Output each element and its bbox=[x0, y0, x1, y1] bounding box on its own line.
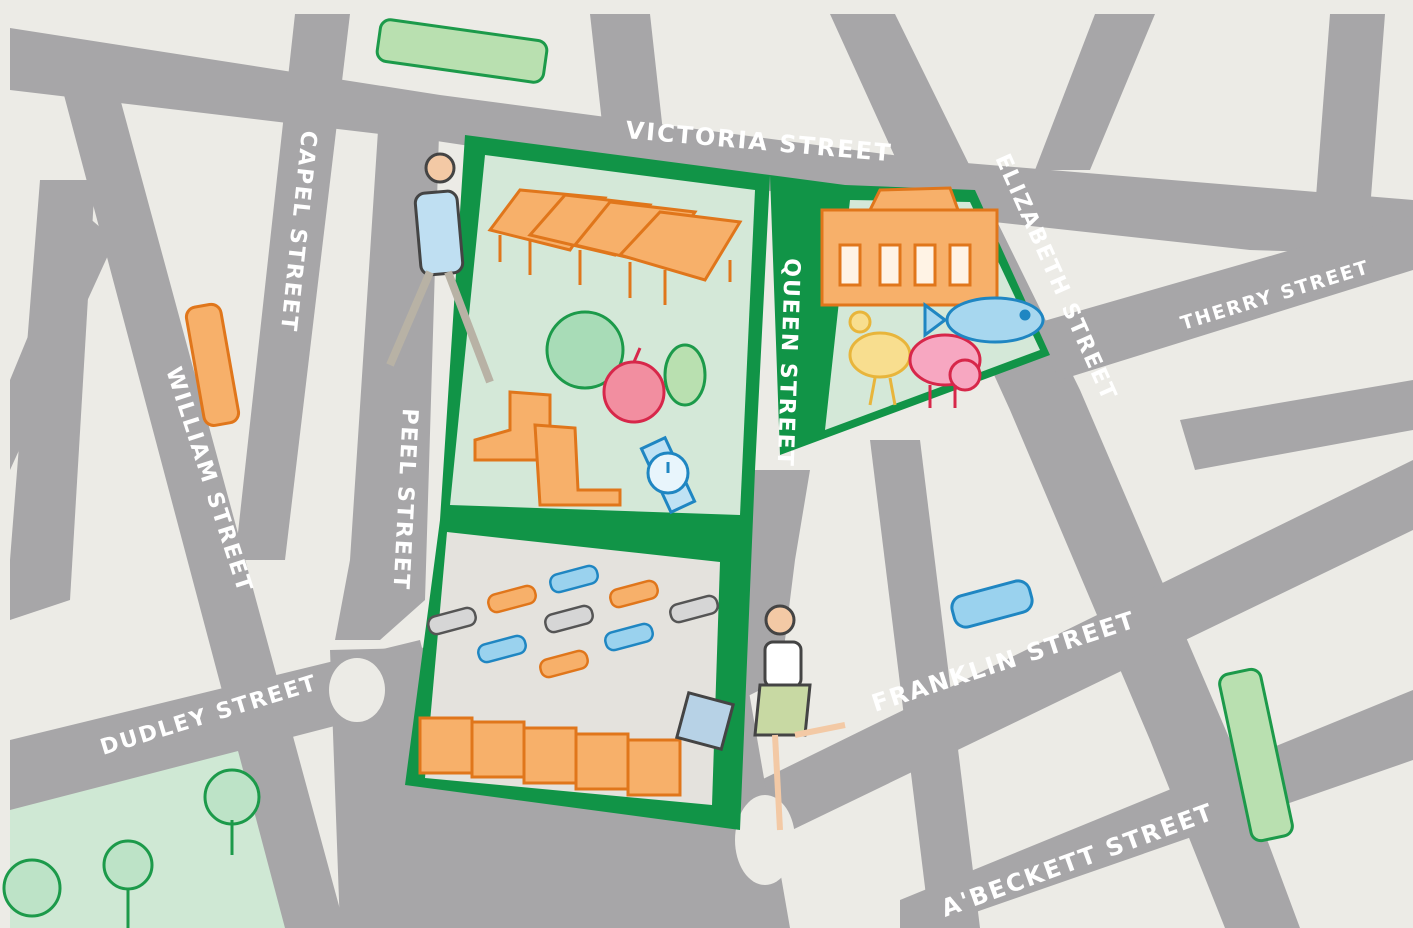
road-dudley bbox=[10, 640, 435, 810]
car-icon bbox=[539, 649, 589, 679]
car-icon bbox=[427, 606, 477, 636]
road-queen bbox=[735, 470, 810, 700]
car-icon bbox=[544, 604, 594, 634]
road-upper-right-2 bbox=[1315, 14, 1385, 210]
car-icon bbox=[669, 594, 719, 624]
road-victoria bbox=[10, 28, 1413, 255]
road-franklin bbox=[710, 460, 1413, 860]
rooster-icon bbox=[848, 310, 912, 406]
walking-person-icon bbox=[386, 152, 494, 384]
tram-icon bbox=[1218, 667, 1294, 843]
road-peel bbox=[335, 100, 440, 640]
heritage-building-icon bbox=[820, 186, 999, 307]
road-upper-mid bbox=[590, 14, 665, 150]
road-right-corridor bbox=[1180, 380, 1413, 470]
market-shed-icon bbox=[487, 188, 743, 305]
car-icon bbox=[487, 584, 537, 614]
parked-cars bbox=[427, 564, 719, 679]
pig-icon bbox=[908, 333, 982, 408]
car-icon bbox=[604, 622, 654, 652]
car-icon bbox=[549, 564, 599, 594]
fish-icon bbox=[923, 296, 1045, 344]
fruit-vegetable-icon bbox=[545, 310, 707, 424]
watch-icon bbox=[639, 435, 697, 515]
tree-icon bbox=[2, 768, 261, 928]
road-capel bbox=[235, 14, 350, 560]
road-left-vertical bbox=[10, 180, 95, 620]
boots-icon bbox=[473, 390, 622, 507]
road-therry bbox=[1030, 215, 1413, 380]
walking-person-icon bbox=[674, 604, 846, 831]
road-abeckett bbox=[900, 690, 1413, 928]
tram-icon bbox=[375, 18, 549, 84]
car-icon bbox=[950, 579, 1034, 629]
road-mid-vertical bbox=[870, 440, 980, 928]
car-icon bbox=[184, 302, 241, 427]
road-william bbox=[60, 80, 345, 928]
roundabout bbox=[329, 658, 385, 722]
traffic-island bbox=[735, 795, 795, 885]
car-icon bbox=[477, 634, 527, 664]
shopfronts-icon bbox=[418, 716, 682, 797]
car-icon bbox=[609, 579, 659, 609]
road-upper-right-1 bbox=[1035, 14, 1155, 170]
